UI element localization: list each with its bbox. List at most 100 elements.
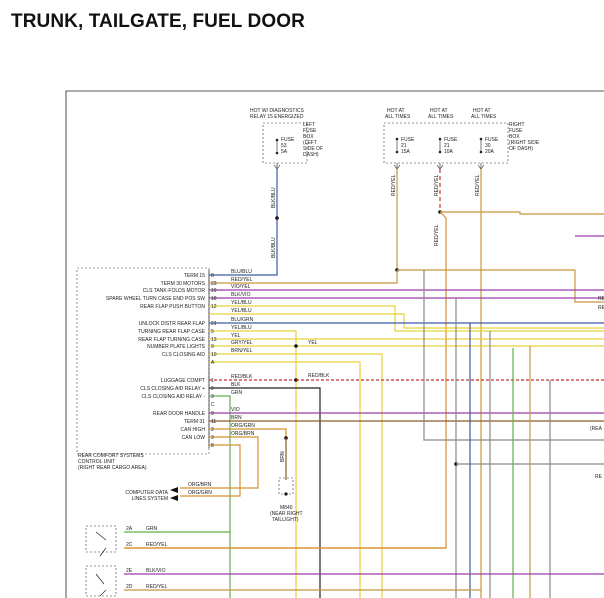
left-fuse-header-1: HOT W/ DIAGNOSTICS: [250, 108, 304, 114]
pin-label: TERM 30 MOTORS: [161, 281, 206, 287]
pin-number: C: [211, 402, 215, 408]
fuse-b-label-3: 10A: [444, 149, 454, 155]
pin-label: CLS CLOSING AID RELAY -: [142, 394, 206, 400]
fuse-b-header-1: HOT AT: [430, 108, 448, 114]
wire-label: BLU/BLU: [231, 269, 252, 275]
bottom-wire-2a: GRN: [146, 526, 158, 532]
ground-location-1: (NEAR RIGHT: [270, 511, 303, 517]
left-box-label-1: LEFT: [303, 122, 315, 128]
module-pin-numbers: 8 23 19 18 12 21 5 13 9 10 A 1 2 3 C 9 1…: [211, 273, 217, 449]
pin-number: 9: [211, 411, 214, 417]
left-fuse-label-3: 5A: [281, 149, 288, 155]
fuse-a-label-1: FUSE: [401, 137, 415, 143]
left-box-label-2: FUSE: [303, 128, 317, 134]
left-fuse-label-1: FUSE: [281, 137, 295, 143]
pin-label: SPARE WHEEL TURN CASE END POS SW: [106, 296, 205, 302]
wire-label: RED/YEL: [231, 277, 253, 283]
computer-data-label-1: COMPUTER DATA: [125, 490, 168, 496]
pin-label: TERM 15: [184, 273, 205, 279]
edge-label-re2: RE: [598, 305, 604, 311]
fuse-b-label-2: 21: [444, 143, 450, 149]
computer-data-lines: COMPUTER DATA LINES SYSTEM ORG/BRN ORG/G…: [125, 482, 212, 502]
fuse-b-wire-2: RED/YEL: [434, 224, 440, 246]
wire-label: VIO: [231, 407, 240, 413]
pin-number: 2: [211, 427, 214, 433]
left-box-label-3: BOX: [303, 134, 314, 140]
pin-number: 2: [211, 386, 214, 392]
fuse-a-header-1: HOT AT: [387, 108, 405, 114]
fuse-a-wire: RED/YEL: [391, 174, 397, 196]
module-wires: [180, 270, 604, 598]
wire-label: VIO/YEL: [231, 284, 251, 290]
pin-number: 21: [211, 321, 217, 327]
fuse-c-header-2: ALL TIMES: [471, 114, 497, 120]
wire-label: BLK/VIO: [231, 292, 251, 298]
pin-label: UNLOCK DISTR REAR FLAP: [139, 321, 206, 327]
left-box-label-4: (LEFT: [303, 140, 317, 146]
pin-number: 13: [211, 337, 217, 343]
bottom-wire-2e: BLK/VIO: [146, 568, 166, 574]
pin-label: REAR FLAP TURNING CASE: [138, 337, 205, 343]
right-box-label-1: RIGHT: [509, 122, 525, 128]
pin-number: 23: [211, 281, 217, 287]
wire-label: BLU/GRN: [231, 317, 254, 323]
wire-label: BLK: [231, 382, 241, 388]
pin-label: CLS CLOSING AID RELAY +: [140, 386, 205, 392]
right-box-label-4: (RIGHT SIDE: [509, 140, 540, 146]
pin-label: CLS CLOSING AID: [162, 352, 205, 358]
left-fuse-wire-a: BLK/BLU: [271, 187, 277, 208]
pin-number: 5: [211, 329, 214, 335]
pin-number: 8: [211, 273, 214, 279]
bottom-pin-2c: 2C: [126, 542, 133, 548]
fuse-c-label-1: FUSE: [485, 137, 499, 143]
edge-label-re3: RE: [595, 474, 603, 480]
wire-label: YEL/BLU: [231, 300, 252, 306]
wire-label: ORG/GRN: [231, 423, 255, 429]
left-fuse-wire-b: BLK/BLU: [271, 237, 277, 258]
redblk-wire-label: RED/BLK: [308, 373, 330, 379]
wire-label: BRN/YEL: [231, 348, 253, 354]
bottom-pin-2e: 2E: [126, 568, 133, 574]
pin-label: CAN HIGH: [181, 427, 206, 433]
ground-wire-label: BRN: [280, 451, 286, 462]
bottom-pin-2a: 2A: [126, 526, 133, 532]
computer-data-wire-1: ORG/BRN: [188, 482, 212, 488]
pin-number: 9: [211, 344, 214, 350]
left-fuse-box: HOT W/ DIAGNOSTICS RELAY 15 ENERGIZED FU…: [250, 108, 323, 272]
wire-label: BRN: [231, 415, 242, 421]
edge-label-rea: (REA: [590, 426, 603, 432]
bottom-pin-2d: 2D: [126, 584, 133, 590]
pin-number: A: [211, 360, 215, 366]
pin-number: 8: [211, 443, 214, 449]
pin-label: CLS TANK-FOLDS MOTOR: [143, 288, 206, 294]
fuse-b-label-1: FUSE: [444, 137, 458, 143]
pin-number: 1: [211, 378, 214, 384]
pin-number: 3: [211, 394, 214, 400]
right-edge-labels: RE RE (REA RE: [590, 296, 604, 480]
wire-label: GRY/YEL: [231, 340, 253, 346]
module-name-2: CONTROL UNIT: [78, 459, 115, 465]
pin-number: 18: [211, 296, 217, 302]
computer-data-wire-2: ORG/GRN: [188, 490, 212, 496]
junction-dot: [294, 344, 298, 348]
fuse-c-header-1: HOT AT: [473, 108, 491, 114]
left-fuse-header-2: RELAY 15 ENERGIZED: [250, 114, 304, 120]
pin-label: TERM 31: [184, 419, 205, 425]
bottom-wire-2d: RED/YEL: [146, 584, 168, 590]
fuse-c-wire: RED/YEL: [475, 174, 481, 196]
ground-location-2: TAILLIGHT): [272, 517, 299, 523]
wire-label: YEL/BLU: [231, 308, 252, 314]
module-name-1: REAR COMFORT SYSTEMS: [78, 453, 144, 459]
pin-number: 11: [211, 419, 216, 425]
fuse-c-label-3: 20A: [485, 149, 495, 155]
fuse-b-wire: RED/YEL: [434, 174, 440, 196]
edge-label-re1: RE: [598, 296, 604, 302]
pin-label: REAR DOOR HANDLE: [153, 411, 206, 417]
pin-number: 3: [211, 435, 214, 441]
pin-label: NUMBER PLATE LIGHTS: [147, 344, 206, 350]
right-fuse-box: HOT AT ALL TIMES HOT AT ALL TIMES HOT AT…: [383, 108, 540, 246]
bottom-switch-section: 2A GRN 2C RED/YEL 2E BLK/VIO 2D RED/YEL: [85, 525, 604, 597]
wire-label: ORG/BRN: [231, 431, 255, 437]
ground-name: M840: [280, 505, 293, 511]
wire-label: YEL/BLU: [231, 325, 252, 331]
